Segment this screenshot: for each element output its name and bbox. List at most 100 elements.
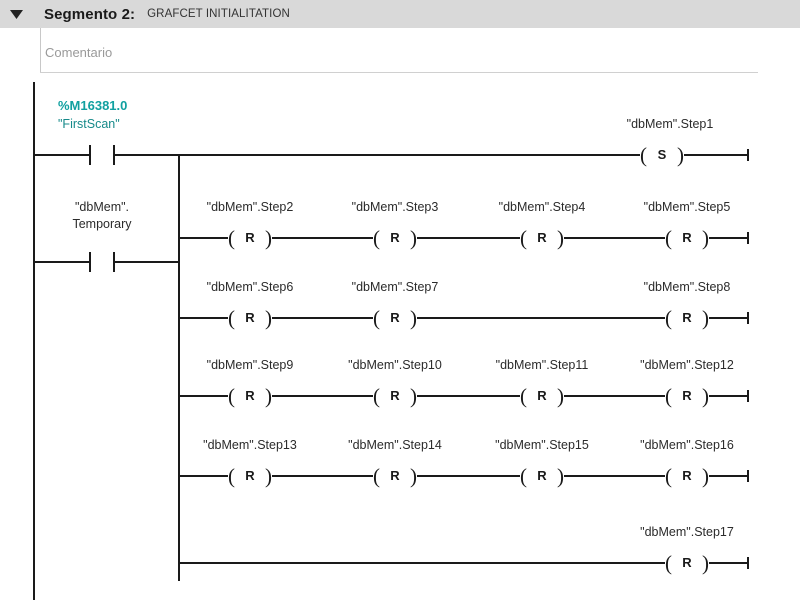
reset-coil-dbmemstep4[interactable]: (R)	[520, 227, 564, 249]
coil-paren-left: (	[665, 551, 672, 575]
coil-paren-right: )	[410, 306, 417, 330]
wire-reset-row4-seg	[272, 475, 373, 477]
coil-paren-right: )	[557, 464, 564, 488]
reset-coil-dbmemstep11[interactable]: (R)	[520, 385, 564, 407]
coil-paren-left: (	[228, 464, 235, 488]
coil-operand-dbmemstep5: "dbMem".Step5	[643, 200, 731, 214]
wire-reset-row3-seg	[564, 395, 665, 397]
coil-letter: R	[682, 310, 692, 325]
comment-field[interactable]: Comentario	[45, 45, 113, 60]
coil-paren-right: )	[677, 143, 684, 167]
reset-row4-terminator	[747, 470, 749, 482]
coil-letter: R	[390, 310, 400, 325]
contact-db-temporary[interactable]	[89, 252, 115, 272]
coil-letter: R	[682, 555, 692, 570]
reset-coil-dbmemstep8[interactable]: (R)	[665, 307, 709, 329]
segment-subtitle: GRAFCET INITIALITATION	[147, 8, 290, 20]
power-rail	[33, 82, 35, 600]
contact-bar-right	[113, 252, 115, 272]
coil-letter: R	[537, 468, 547, 483]
coil-paren-right: )	[265, 226, 272, 250]
wire-rung1-a	[33, 154, 89, 156]
wire-reset-row1-seg	[272, 237, 373, 239]
wire-reset-row2-seg	[272, 317, 373, 319]
rung1-terminator	[747, 149, 749, 161]
coil-paren-left: (	[373, 306, 380, 330]
coil-paren-left: (	[520, 226, 527, 250]
wire-rung1-b	[115, 154, 180, 156]
coil-paren-left: (	[228, 384, 235, 408]
reset-coil-dbmemstep2[interactable]: (R)	[228, 227, 272, 249]
coil-operand-dbmemstep13: "dbMem".Step13	[203, 438, 297, 452]
wire-reset-row4-tail	[709, 475, 748, 477]
wire-reset-row2-tail	[709, 317, 748, 319]
segment-title: Segmento 2:	[44, 5, 136, 23]
wire-reset-row5-seg	[180, 562, 665, 564]
branch-bus-vertical	[178, 154, 180, 581]
coil-letter: R	[682, 468, 692, 483]
wire-reset-row1-tail	[709, 237, 748, 239]
reset-coil-dbmemstep14[interactable]: (R)	[373, 465, 417, 487]
wire-reset-row4-seg	[564, 475, 665, 477]
wire-reset-row3-tail	[709, 395, 748, 397]
coil-operand-dbmemstep2: "dbMem".Step2	[206, 200, 294, 214]
contact-first-scan[interactable]	[89, 145, 115, 165]
coil-paren-right: )	[702, 384, 709, 408]
coil-letter: R	[245, 468, 255, 483]
comment-divider	[40, 28, 41, 73]
coil-operand-dbmemstep6: "dbMem".Step6	[206, 280, 294, 294]
coil-paren-left: (	[520, 384, 527, 408]
wire-rung1-c	[178, 154, 640, 156]
coil-paren-right: )	[265, 464, 272, 488]
coil-paren-left: (	[373, 464, 380, 488]
contact-symbol-temporary-line1: "dbMem".	[74, 200, 130, 214]
coil-letter: R	[390, 230, 400, 245]
reset-row2-terminator	[747, 312, 749, 324]
wire-reset-row4-seg	[180, 475, 228, 477]
coil-letter: R	[245, 310, 255, 325]
wire-rung1-d	[684, 154, 748, 156]
reset-coil-dbmemstep13[interactable]: ( R)	[228, 465, 272, 487]
wire-reset-row1-seg	[417, 237, 520, 239]
coil-letter: R	[537, 388, 547, 403]
contact-bar-left	[89, 252, 91, 272]
contact-address-first-scan: %M16381.0	[58, 98, 128, 113]
reset-coil-dbmemstep10[interactable]: (R)	[373, 385, 417, 407]
reset-coil-dbmemstep3[interactable]: ( R)	[373, 227, 417, 249]
chevron-down-icon[interactable]	[0, 0, 32, 28]
reset-coil-dbmemstep9[interactable]: ( R)	[228, 385, 272, 407]
coil-paren-right: )	[702, 464, 709, 488]
coil-paren-right: )	[265, 384, 272, 408]
coil-letter: R	[245, 388, 255, 403]
wire-reset-row5-tail	[709, 562, 748, 564]
reset-row5-terminator	[747, 557, 749, 569]
contact-bar-left	[89, 145, 91, 165]
coil-paren-right: )	[410, 226, 417, 250]
reset-coil-dbmemstep7[interactable]: ( R)	[373, 307, 417, 329]
reset-coil-dbmemstep6[interactable]: (R)	[228, 307, 272, 329]
reset-coil-dbmemstep15[interactable]: (R)	[520, 465, 564, 487]
coil-letter: R	[390, 468, 400, 483]
wire-reset-row1-seg	[180, 237, 228, 239]
reset-coil-dbmemstep17[interactable]: (R)	[665, 552, 709, 574]
coil-paren-right: )	[702, 226, 709, 250]
coil-operand-dbmemstep10: "dbMem".Step10	[348, 358, 442, 372]
comment-underline	[40, 72, 758, 73]
coil-paren-left: (	[228, 306, 235, 330]
contact-symbol-temporary-line2: Temporary	[72, 217, 132, 231]
coil-operand-dbmemstep14: "dbMem".Step14	[348, 438, 442, 452]
reset-coil-dbmemstep16[interactable]: (R)	[665, 465, 709, 487]
coil-letter: R	[682, 230, 692, 245]
coil-paren-left: (	[665, 226, 672, 250]
coil-paren-left: (	[373, 226, 380, 250]
comment-row	[0, 28, 800, 73]
wire-rung2-b	[115, 261, 180, 263]
coil-operand-dbmemstep17: "dbMem".Step17	[640, 525, 734, 539]
set-coil-step1[interactable]: ( S )	[640, 144, 684, 166]
coil-operand-dbmemstep4: "dbMem".Step4	[498, 200, 586, 214]
reset-coil-dbmemstep12[interactable]: (R)	[665, 385, 709, 407]
reset-row1-terminator	[747, 232, 749, 244]
reset-coil-dbmemstep5[interactable]: ( R)	[665, 227, 709, 249]
coil-paren-left: (	[665, 306, 672, 330]
coil-operand-dbmemstep3: "dbMem".Step3	[351, 200, 439, 214]
